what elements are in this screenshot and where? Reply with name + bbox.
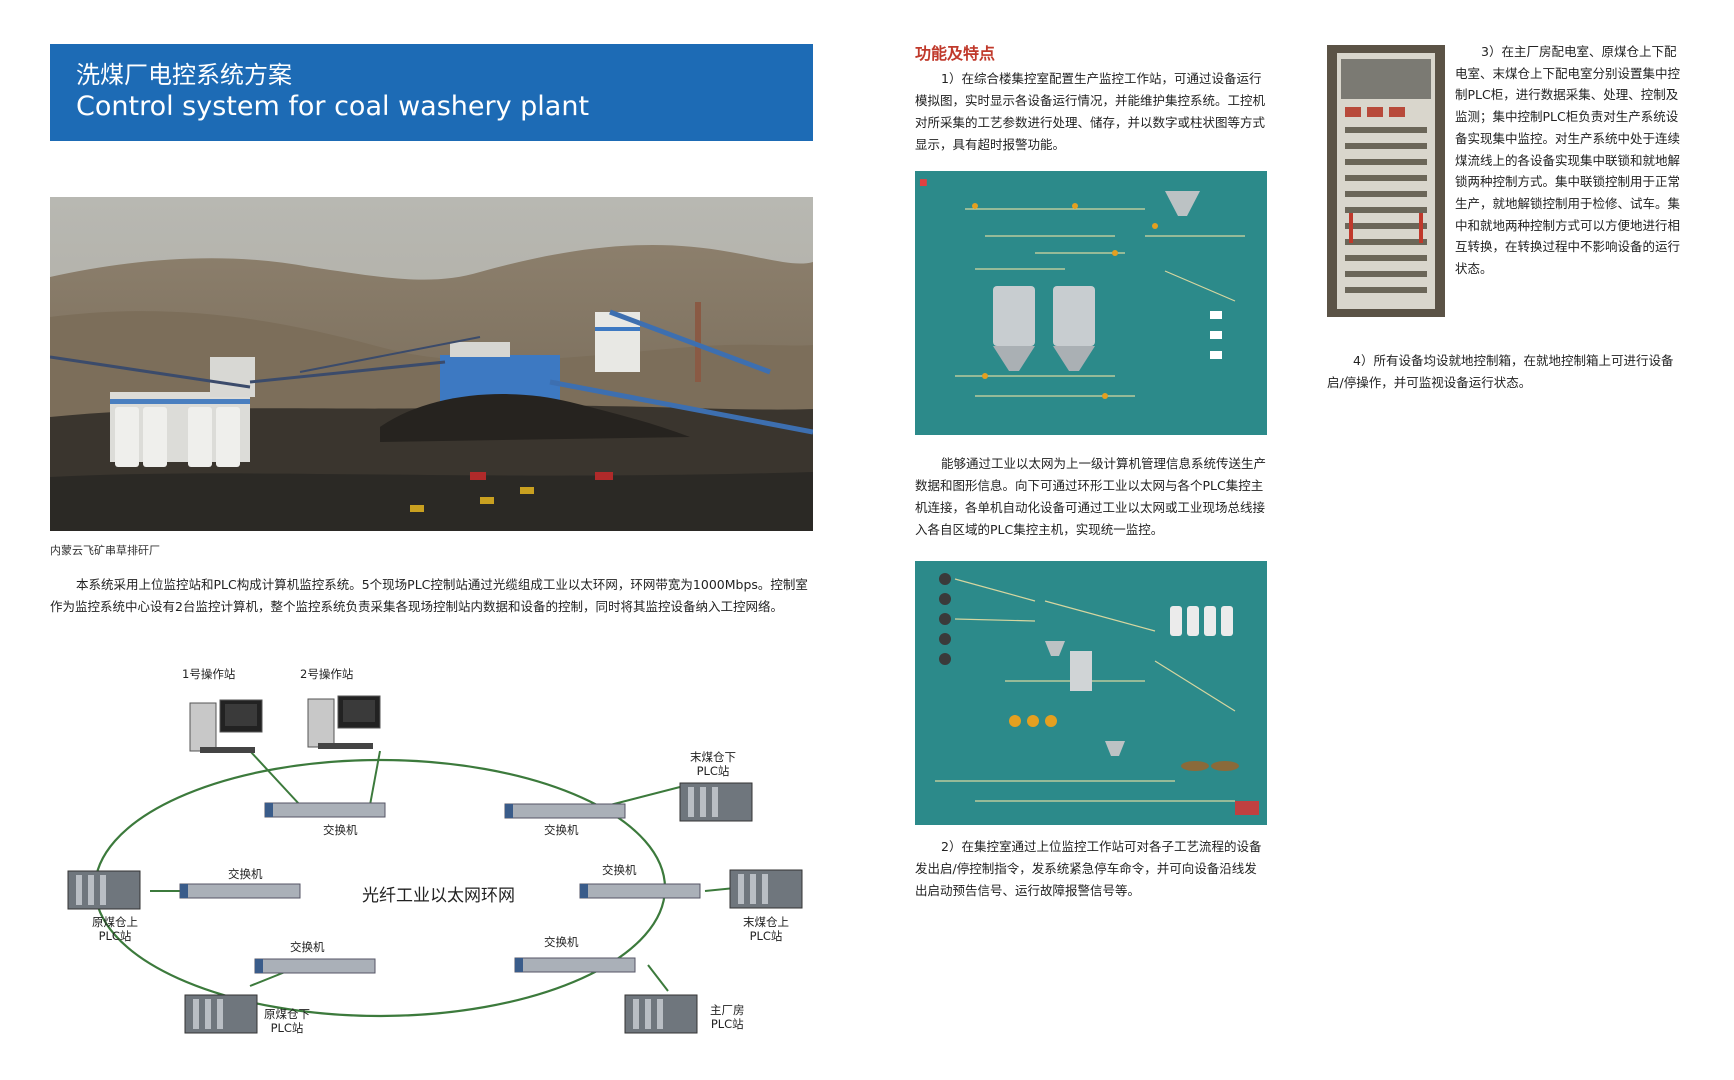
feature-point-4: 4）所有设备均设就地控制箱，在就地控制箱上可进行设备启/停操作，并可监视设备运行…: [1327, 353, 1674, 390]
intro-paragraph: 本系统采用上位监控站和PLC构成计算机监控系统。5个现场PLC控制站通过光缆组成…: [50, 577, 808, 614]
operator-station-2-label: 2号操作站: [300, 667, 354, 681]
title-english: Control system for coal washery plant: [76, 91, 590, 122]
switch-4-icon: [579, 883, 701, 899]
svg-text:■: ■: [919, 178, 928, 188]
switch-label-2: 交换机: [544, 823, 579, 837]
computer-2-icon: [307, 695, 381, 749]
feature-point-3: 3）在主厂房配电室、原煤仓上下配电室、末煤仓上下配电室分别设置集中控制PLC柜，…: [1455, 44, 1681, 277]
scada-screen-2: [915, 561, 1267, 825]
switch-1-icon: [264, 802, 386, 818]
network-diagram: 1号操作站 2号操作站 交换机 交换机 交换机 交换机 交换机 交换机 光纤工业…: [50, 655, 813, 1050]
computer-1-icon: [189, 699, 263, 753]
title-banner: 洗煤厂电控系统方案 Control system for coal washer…: [50, 44, 813, 141]
plant-photo: [50, 197, 813, 531]
switch-2-icon: [504, 803, 626, 819]
title-chinese: 洗煤厂电控系统方案: [76, 61, 292, 89]
features-title: 功能及特点: [915, 44, 996, 63]
switch-5-icon: [254, 958, 376, 974]
switch-label-1: 交换机: [323, 823, 358, 837]
switch-label-5: 交换机: [290, 940, 325, 954]
operator-station-1-label: 1号操作站: [182, 667, 236, 681]
ethernet-paragraph: 能够通过工业以太网为上一级计算机管理信息系统传送生产数据和图形信息。向下可通过环…: [915, 456, 1267, 537]
switch-label-4: 交换机: [602, 863, 637, 877]
control-cabinet-photo: [1327, 45, 1445, 317]
feature-point-1: 1）在综合楼集控室配置生产监控工作站，可通过设备运行模拟图，实时显示各设备运行情…: [915, 71, 1266, 152]
photo-caption: 内蒙云飞矿串草排矸厂: [50, 544, 160, 557]
switch-6-icon: [514, 957, 636, 973]
switch-label-3: 交换机: [228, 867, 263, 881]
switch-3-icon: [179, 883, 301, 899]
feature-point-2: 2）在集控室通过上位监控工作站可对各子工艺流程的设备发出启/停控制指令，发系统紧…: [915, 839, 1262, 898]
scada-screen-1: ■: [915, 171, 1267, 435]
switch-label-6: 交换机: [544, 935, 579, 949]
ring-label: 光纤工业以太网环网: [362, 886, 515, 906]
